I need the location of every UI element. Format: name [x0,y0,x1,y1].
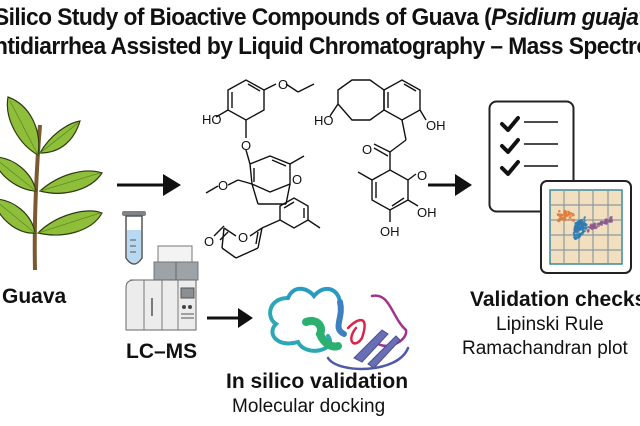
scatter-point [580,222,584,226]
guava-label: Guava [2,285,67,308]
arrow-right-icon [117,174,181,196]
scatter-point [571,214,574,217]
atom-label: OH [380,224,400,239]
scatter-point [563,218,567,222]
title-line-2: ntidiarrhea Assisted by Liquid Chromatog… [0,33,640,60]
scatter-point [598,225,600,227]
scatter-point [577,226,582,231]
scatter-point [583,216,586,219]
validation-item-lipinski: Lipinski Rule [496,314,604,335]
scatter-point [599,220,604,225]
scatter-point [582,218,586,221]
compound-3 [213,197,321,259]
arrow-right-icon [207,308,253,328]
atom-label: HO [314,113,334,128]
scatter-point [603,221,606,224]
scatter-point [609,216,612,219]
scatter-points [556,209,613,240]
scatter-point [571,218,576,222]
chemical-structures-icon: O HO O O O HO OH O O OH OH O O [202,77,446,259]
scatter-point [592,223,595,226]
scatter-point [575,231,579,234]
atom-label: O [278,77,288,92]
scatter-point [572,231,576,235]
scatter-point [559,216,562,220]
scatter-point [558,209,561,213]
compound-1 [205,79,315,205]
scatter-point [584,223,587,226]
lc-ms-label: LC–MS [126,340,198,363]
scatter-point [570,212,572,214]
validation-title: Validation checks [470,288,640,311]
scatter-point [610,220,613,223]
scatter-point [593,225,598,230]
scatter-point [570,218,573,221]
atom-label: OH [426,118,446,133]
scatter-point [573,234,575,237]
title-text: Silico Study of Bioactive Compounds of G… [0,4,492,31]
atom-label: O [204,234,214,249]
test-tube-icon [122,211,146,265]
protein-ribbon-icon [268,286,410,371]
atom-label: O [218,178,228,193]
scatter-point [586,229,590,233]
scatter-point [568,216,572,219]
title-line-1: Silico Study of Bioactive Compounds of G… [0,4,640,32]
scatter-point [583,220,586,223]
scatter-point [587,225,590,229]
atom-label: O [241,138,251,153]
arrow-right-icon [428,174,472,196]
compound-2 [329,79,427,222]
scatter-point [581,225,583,227]
scatter-point [563,210,568,214]
scatter-point [598,222,601,226]
guava-plant-icon [0,96,103,271]
scatter-point [578,222,582,226]
scatter-point [564,214,567,217]
scatter-point [558,219,561,222]
scatter-point [584,226,588,230]
ramachandran-plot-icon [540,180,632,274]
scatter-point [582,227,585,230]
check-icon [500,138,520,154]
atom-label: O [362,142,372,157]
atom-label: O [417,168,427,183]
scatter-point [567,218,570,221]
scatter-point [574,228,577,231]
title-species-italic: Psidium guajava [491,4,640,31]
scatter-point [605,218,608,222]
atom-label: HO [202,112,222,127]
check-icon [500,116,520,132]
scatter-point [606,222,608,225]
docking-subtitle: Molecular docking [232,396,386,417]
check-icon [500,160,520,176]
validation-item-ramachandran: Ramachandran plot [462,338,628,359]
lc-ms-instrument-icon [125,245,199,331]
atom-label: O [292,172,302,187]
scatter-point [574,225,577,228]
scatter-point [576,235,580,239]
scatter-point [583,222,586,224]
scatter-point [571,212,573,215]
scatter-point [608,220,610,222]
scatter-point [590,224,594,228]
scatter-point [556,213,560,216]
scatter-point [580,233,582,235]
scatter-point [559,213,563,217]
atom-label: O [238,230,248,245]
docking-title: In silico validation [226,370,409,393]
atom-label: OH [417,205,437,220]
